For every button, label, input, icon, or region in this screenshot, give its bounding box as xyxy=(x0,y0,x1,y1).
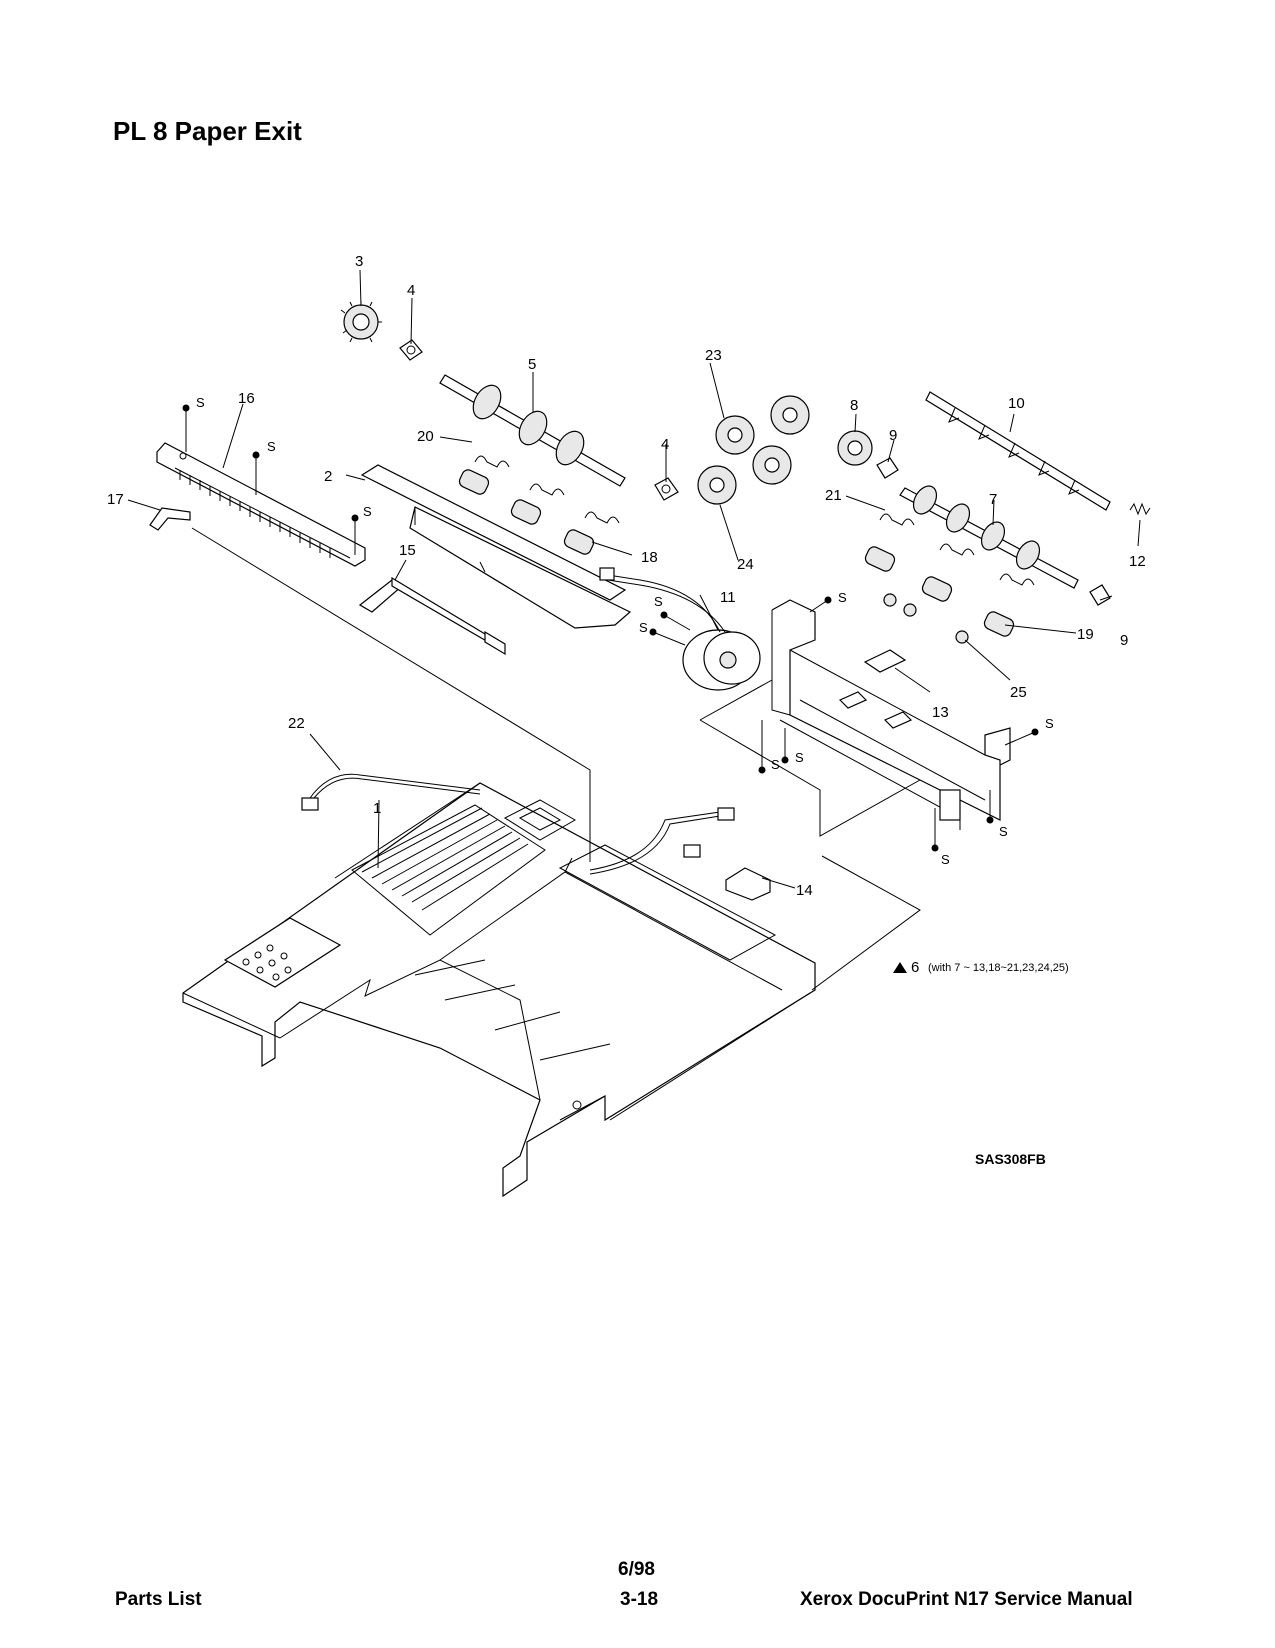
screw-label: S xyxy=(941,852,950,867)
callout-22: 22 xyxy=(288,715,305,732)
part-9-bearing-lower xyxy=(1089,584,1111,606)
callout-20: 20 xyxy=(417,428,434,445)
part-17-bracket xyxy=(149,507,191,531)
part-6-frame xyxy=(771,599,1011,830)
kit-note: 6 (with 7 ~ 13,18~21,23,24,25) xyxy=(893,959,1069,976)
screw-label: S xyxy=(1045,716,1054,731)
part-1-exit-cover xyxy=(182,782,816,1198)
kit-note-text: (with 7 ~ 13,18~21,23,24,25) xyxy=(928,962,1069,974)
operator-panel xyxy=(223,917,342,988)
part-9-bearing-upper xyxy=(876,457,899,479)
footer-page-number: 3-18 xyxy=(620,1589,659,1610)
figure-code: SAS308FB xyxy=(975,1151,1046,1167)
screw-markers xyxy=(182,404,1039,852)
callout-24: 24 xyxy=(737,556,754,573)
screw-label: S xyxy=(795,750,804,765)
part-25-collars xyxy=(883,593,969,644)
callout-17: 17 xyxy=(107,491,124,508)
callout-13: 13 xyxy=(932,704,949,721)
screw-label: S xyxy=(771,757,780,772)
part-15-actuator xyxy=(358,576,506,656)
callout-15: 15 xyxy=(399,542,416,559)
part-20-springs xyxy=(474,455,620,524)
screw-label: S xyxy=(363,504,372,519)
screw-label: S xyxy=(999,824,1008,839)
assembly-lines xyxy=(191,527,921,991)
callout-leaders xyxy=(127,269,1141,889)
callout-12: 12 xyxy=(1129,553,1146,570)
callout-8: 8 xyxy=(850,397,858,414)
callout-numbers: 1 2 3 4 4 5 7 8 9 9 10 11 12 13 14 15 16… xyxy=(107,253,1146,899)
part-8-gear xyxy=(837,430,873,466)
part-7-exit-roller xyxy=(899,485,1079,589)
callout-4: 4 xyxy=(407,282,415,299)
screw-label: S xyxy=(654,594,663,609)
callout-1: 1 xyxy=(373,800,381,817)
part-13-sensors xyxy=(838,649,913,729)
footer-section: Parts List xyxy=(115,1589,202,1610)
callout-10: 10 xyxy=(1008,395,1025,412)
footer-date: 6/98 xyxy=(618,1559,655,1580)
callout-3: 3 xyxy=(355,253,363,270)
part-23-gears xyxy=(715,395,810,485)
screw-label: S xyxy=(196,395,205,410)
page-title: PL 8 Paper Exit xyxy=(113,116,302,146)
callout-9: 9 xyxy=(1120,632,1128,649)
callout-16: 16 xyxy=(238,390,255,407)
callout-2: 2 xyxy=(324,468,332,485)
callout-23: 23 xyxy=(705,347,722,364)
part-4-bearing-right xyxy=(654,477,679,501)
triangle-icon xyxy=(893,962,907,973)
callout-11: 11 xyxy=(720,589,736,606)
part-4-bearing-left xyxy=(399,339,423,361)
part-3-gear xyxy=(340,301,382,343)
callout-19: 19 xyxy=(1077,626,1094,643)
part-10-starwheel-shaft xyxy=(925,391,1111,511)
footer-manual-title: Xerox DocuPrint N17 Service Manual xyxy=(800,1589,1133,1610)
part-5-drive-roller xyxy=(439,374,626,487)
paper-ribs xyxy=(361,807,529,911)
part-14-sensor-harness xyxy=(589,807,771,901)
part-2-chute xyxy=(360,464,632,629)
callout-4: 4 xyxy=(661,436,669,453)
part-16-guide xyxy=(156,442,366,567)
callout-25: 25 xyxy=(1010,684,1027,701)
part-21-springs xyxy=(879,513,1035,586)
callout-14: 14 xyxy=(796,882,813,899)
part-19-rollers xyxy=(864,546,1015,637)
part-22-harness xyxy=(301,773,481,811)
callout-7: 7 xyxy=(989,491,997,508)
screw-label: S xyxy=(639,620,648,635)
callout-21: 21 xyxy=(825,487,842,504)
screw-label: S xyxy=(267,439,276,454)
part-11-motor xyxy=(599,567,761,691)
guide-teeth xyxy=(179,470,331,558)
callout-5: 5 xyxy=(528,356,536,373)
part-12-spring xyxy=(1129,502,1151,516)
screw-label: S xyxy=(838,590,847,605)
part-24-gear xyxy=(697,465,737,505)
part-18-pinch-rollers xyxy=(458,469,595,555)
kit-note-number: 6 xyxy=(911,959,919,976)
callout-9: 9 xyxy=(889,427,897,444)
callout-18: 18 xyxy=(641,549,658,566)
screw-labels: S S S S S S S S S S S xyxy=(196,395,1054,867)
